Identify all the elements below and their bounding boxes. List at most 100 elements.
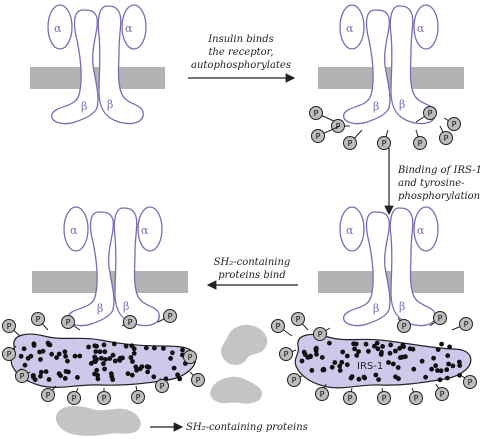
irs1-dot (435, 368, 440, 373)
phosphate-group: P (343, 129, 363, 150)
subunit-beta-label: β (373, 302, 379, 315)
step-3-label: SH₂-containing proteins bind (214, 257, 291, 281)
phosphate-group: P (451, 317, 473, 331)
irs1-dot (374, 340, 380, 346)
irs1-dot (139, 364, 145, 369)
irs1-dot (131, 346, 137, 352)
sh2-protein-2 (210, 376, 262, 404)
svg-text:autophosphorylates: autophosphorylates (191, 60, 291, 71)
irs1-phospho-tyrosine-dots (18, 340, 463, 383)
irs1-dot (152, 345, 157, 351)
phosphate-group: P (313, 327, 331, 341)
irs1-dot (445, 353, 451, 359)
irs1-dot (110, 377, 116, 382)
irs1-dot (356, 376, 362, 382)
irs1-dot (344, 353, 350, 359)
irs1-dot (143, 345, 149, 351)
irs1-dot (437, 377, 443, 383)
irs1-dot (450, 363, 456, 369)
phosphate-group: P (309, 106, 337, 123)
phosphate-group: P (61, 315, 81, 331)
svg-text:P: P (440, 390, 445, 399)
irs1-dot (378, 352, 384, 357)
phosphate-group: P (97, 388, 111, 405)
irs1-dot (101, 342, 107, 348)
phosphate-group: P (461, 375, 477, 389)
irs1-dot (56, 371, 62, 377)
irs1-dot (348, 375, 354, 381)
irs1-dot (134, 367, 140, 373)
irs1-dot (98, 355, 104, 361)
svg-text:P: P (318, 330, 323, 339)
irs1-dot (40, 348, 46, 354)
subunit-beta-label: β (399, 98, 405, 111)
irs1-dot (313, 345, 319, 351)
irs1-dot (46, 377, 52, 382)
irs1-dot (38, 373, 43, 379)
irs1-dot (410, 346, 416, 352)
phosphate-group: P (409, 387, 423, 405)
irs1-dot (299, 358, 305, 364)
subunit-beta-label: β (81, 100, 87, 113)
irs1-dot (435, 347, 441, 352)
irs1-dot (376, 377, 381, 382)
irs1-dot (393, 348, 398, 354)
irs1-dot (101, 361, 106, 367)
phosphate-group: P (377, 129, 391, 150)
svg-text:P: P (296, 315, 301, 324)
phosphate-group: P (443, 117, 461, 131)
svg-text:P: P (316, 132, 321, 141)
phosphate-group: P (415, 106, 437, 123)
phosphate-groups: PPPPPPPPPPPPPPPPPPPPPPPPPPPPPPPPPPPPP (2, 106, 477, 405)
irs1-dot (363, 341, 369, 347)
phosphate-group: P (67, 387, 81, 405)
irs1-dot (329, 364, 335, 370)
irs1-dot (131, 351, 137, 356)
irs1-dot (433, 363, 438, 369)
irs1-dot (353, 341, 359, 347)
irs1-dot (86, 344, 91, 350)
phosphate-group: P (291, 312, 309, 331)
irs1-dot (403, 354, 408, 360)
phosphate-group: P (121, 315, 137, 329)
irs1-dot (128, 355, 134, 360)
svg-text:P: P (414, 394, 419, 403)
irs1-dot (117, 358, 123, 363)
irs1-dot (161, 346, 166, 351)
irs1-dot (21, 346, 27, 352)
irs1-dot (375, 346, 381, 352)
phosphate-group: P (131, 385, 145, 404)
irs1-blob-panel-4 (294, 333, 472, 389)
svg-text:P: P (348, 394, 353, 403)
irs1-dot (94, 367, 100, 373)
irs1-dot (180, 347, 185, 353)
irs1-dot (129, 372, 135, 378)
svg-text:P: P (402, 322, 407, 331)
irs1-dot (301, 349, 307, 355)
subunit-alpha-label: α (346, 224, 354, 237)
subunit-beta-label: β (97, 302, 103, 315)
svg-text:P: P (46, 391, 51, 400)
irs1-dot (97, 349, 103, 355)
svg-text:P: P (314, 109, 319, 118)
irs1-dot (170, 350, 175, 356)
irs1-dot (168, 356, 174, 361)
phosphate-group: P (377, 387, 391, 405)
subunit-beta-label: β (123, 300, 129, 313)
phosphate-group: P (439, 125, 453, 145)
irs1-dot (43, 369, 49, 374)
svg-text:P: P (72, 394, 77, 403)
irs1-dot (177, 376, 183, 382)
irs1-dot (352, 346, 357, 352)
irs1-dot (339, 359, 345, 365)
subunit-alpha-label: α (70, 224, 78, 237)
irs1-dot (327, 340, 332, 346)
irs1-dot (171, 365, 177, 371)
phosphate-group: P (15, 369, 31, 383)
subunit-alpha-label: α (125, 22, 133, 35)
svg-text:P: P (20, 372, 25, 381)
subunit-beta-label: β (373, 100, 379, 113)
svg-text:P: P (444, 134, 449, 143)
svg-text:P: P (382, 394, 387, 403)
irs1-dot (387, 350, 393, 356)
